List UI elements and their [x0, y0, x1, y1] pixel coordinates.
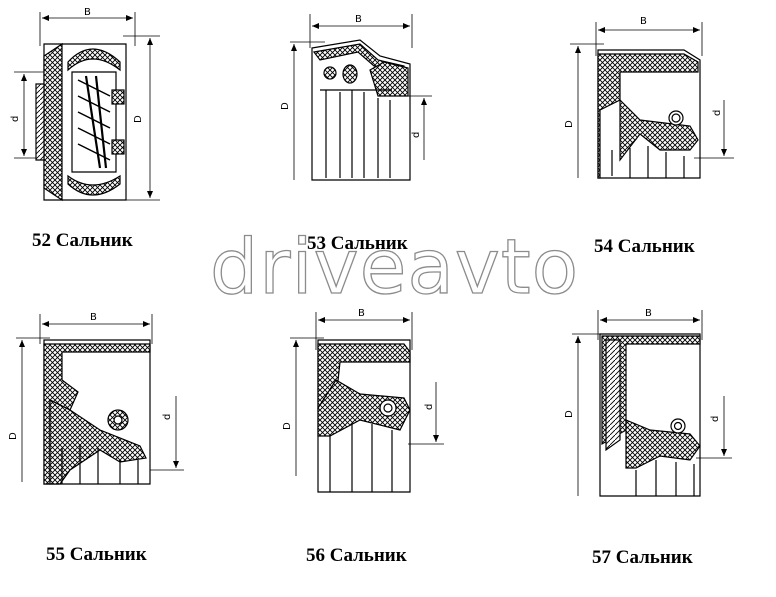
b-label-55: B — [90, 312, 97, 323]
caption-54-number: 54 — [594, 236, 613, 257]
caption-53-number: 53 — [307, 233, 326, 254]
b-label-52: B — [84, 7, 91, 18]
d-inner-label-54: d — [712, 110, 723, 116]
d-outer-label-56: D — [282, 422, 293, 430]
caption-54: 54 Сальник — [594, 236, 695, 258]
caption-55-text: Сальник — [69, 544, 147, 565]
d-inner-label-55: d — [162, 414, 173, 420]
d-inner-label-56: d — [424, 404, 435, 410]
seal-52-drawing: B D d — [10, 7, 160, 202]
b-label-57: B — [645, 308, 652, 319]
caption-52-number: 52 — [32, 230, 51, 251]
d-inner-label-57: d — [710, 416, 721, 422]
caption-57-text: Сальник — [615, 547, 693, 568]
caption-53: 53 Сальник — [307, 233, 408, 255]
d-inner-label-53: d — [411, 132, 422, 138]
d-outer-label-55: D — [8, 432, 19, 440]
caption-56-number: 56 — [306, 545, 325, 566]
b-label-56: B — [358, 308, 365, 319]
d-outer-label-54: D — [564, 120, 575, 128]
caption-57: 57 Сальник — [592, 547, 693, 569]
d-inner-label-52: d — [10, 116, 21, 122]
seal-54-drawing: B D d — [564, 16, 734, 179]
b-label-53: B — [355, 14, 362, 25]
d-outer-label-52: D — [133, 115, 144, 123]
caption-57-number: 57 — [592, 547, 611, 568]
d-outer-label-57: D — [564, 410, 575, 418]
b-label-54: B — [640, 16, 647, 27]
caption-52-text: Сальник — [55, 230, 133, 251]
seal-53-drawing: B D d — [280, 14, 432, 181]
watermark: driveavto — [209, 221, 580, 311]
seal-55-drawing: B D d — [8, 312, 184, 485]
caption-52: 52 Сальник — [32, 230, 133, 252]
seal-56-drawing: B D d — [282, 308, 444, 493]
caption-55-number: 55 — [46, 544, 65, 565]
caption-53-text: Сальник — [330, 233, 408, 254]
caption-56: 56 Сальник — [306, 545, 407, 567]
d-outer-label-53: D — [280, 102, 291, 110]
caption-56-text: Сальник — [329, 545, 407, 566]
seal-57-drawing: B D d — [564, 308, 732, 497]
caption-54-text: Сальник — [617, 236, 695, 257]
caption-55: 55 Сальник — [46, 544, 147, 566]
